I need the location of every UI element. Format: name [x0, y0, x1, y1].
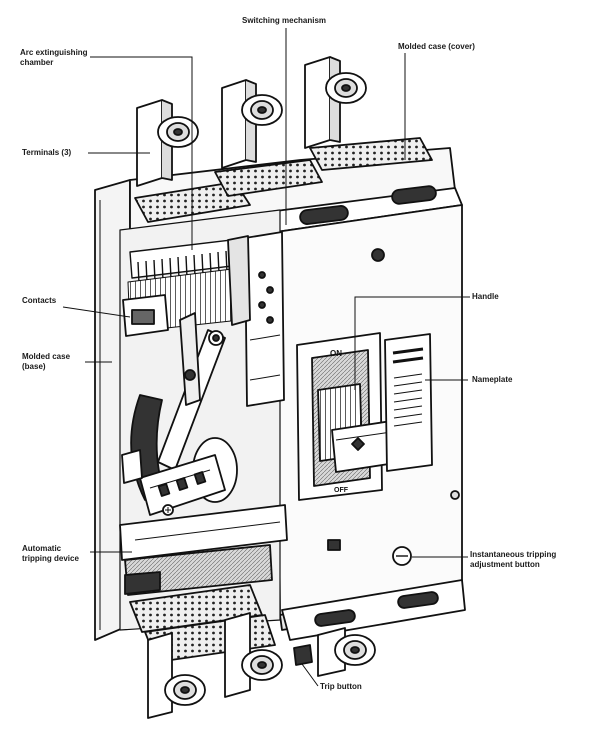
nameplate: [384, 333, 433, 472]
handle-off-text: OFF: [334, 487, 349, 494]
bottom-slot-2: [397, 591, 439, 609]
terminal-nut-rear-1: [157, 116, 199, 148]
handle-on-text: ON: [330, 349, 342, 358]
leader-handle: [354, 296, 470, 390]
trip-button[interactable]: [293, 644, 313, 666]
label-molded-case-cover: Molded case (cover): [398, 42, 475, 51]
vent-slot-2: [391, 185, 437, 205]
label-trip-button: Trip button: [320, 682, 362, 691]
terminal-bar-rear-3: [304, 56, 341, 149]
cover-screw: [371, 248, 385, 262]
contacts: [122, 294, 169, 337]
terminal-guard-3: [309, 137, 433, 171]
vent-slot-1: [299, 205, 349, 225]
terminal-bar-front-3: [317, 627, 346, 677]
terminal-nut-rear-3: [325, 72, 367, 104]
terminal-bar-front-2: [224, 612, 251, 698]
label-nameplate: Nameplate: [472, 375, 513, 384]
terminal-bar-rear-2: [221, 79, 257, 169]
label-handle: Handle: [472, 292, 499, 301]
leader-lines: [62, 28, 470, 687]
adjustment-button[interactable]: [392, 546, 412, 566]
label-molded-case-base: Molded case (base): [22, 352, 71, 371]
leader-contacts: [62, 306, 131, 318]
label-arc-chamber: Arc extinguishing chamber: [20, 48, 88, 67]
marking-badge: [327, 539, 341, 551]
label-automatic-tripping: Automatic tripping device: [22, 544, 79, 563]
switching-mechanism: [244, 231, 285, 407]
linkage-arm: [157, 312, 226, 471]
leader-arc-chamber: [90, 56, 193, 250]
bottom-slot-1: [314, 609, 356, 627]
handle-indicator-icon: [351, 437, 365, 451]
label-switching-mechanism: Switching mechanism: [242, 16, 327, 25]
terminal-bar-front-1: [147, 632, 173, 719]
terminal-nut-front-3: [334, 634, 376, 666]
terminal-nut-front-1: [164, 674, 206, 706]
terminal-nut-rear-2: [241, 94, 283, 126]
automatic-tripping-device: [139, 454, 226, 516]
label-terminals: Terminals (3): [22, 148, 72, 157]
terminal-nut-front-2: [241, 649, 283, 681]
label-instantaneous-adjust: Instantaneous tripping adjustment button: [470, 550, 557, 569]
terminal-guard-2: [214, 159, 323, 197]
leader-trip-button: [301, 663, 319, 687]
label-contacts: Contacts: [22, 296, 57, 305]
